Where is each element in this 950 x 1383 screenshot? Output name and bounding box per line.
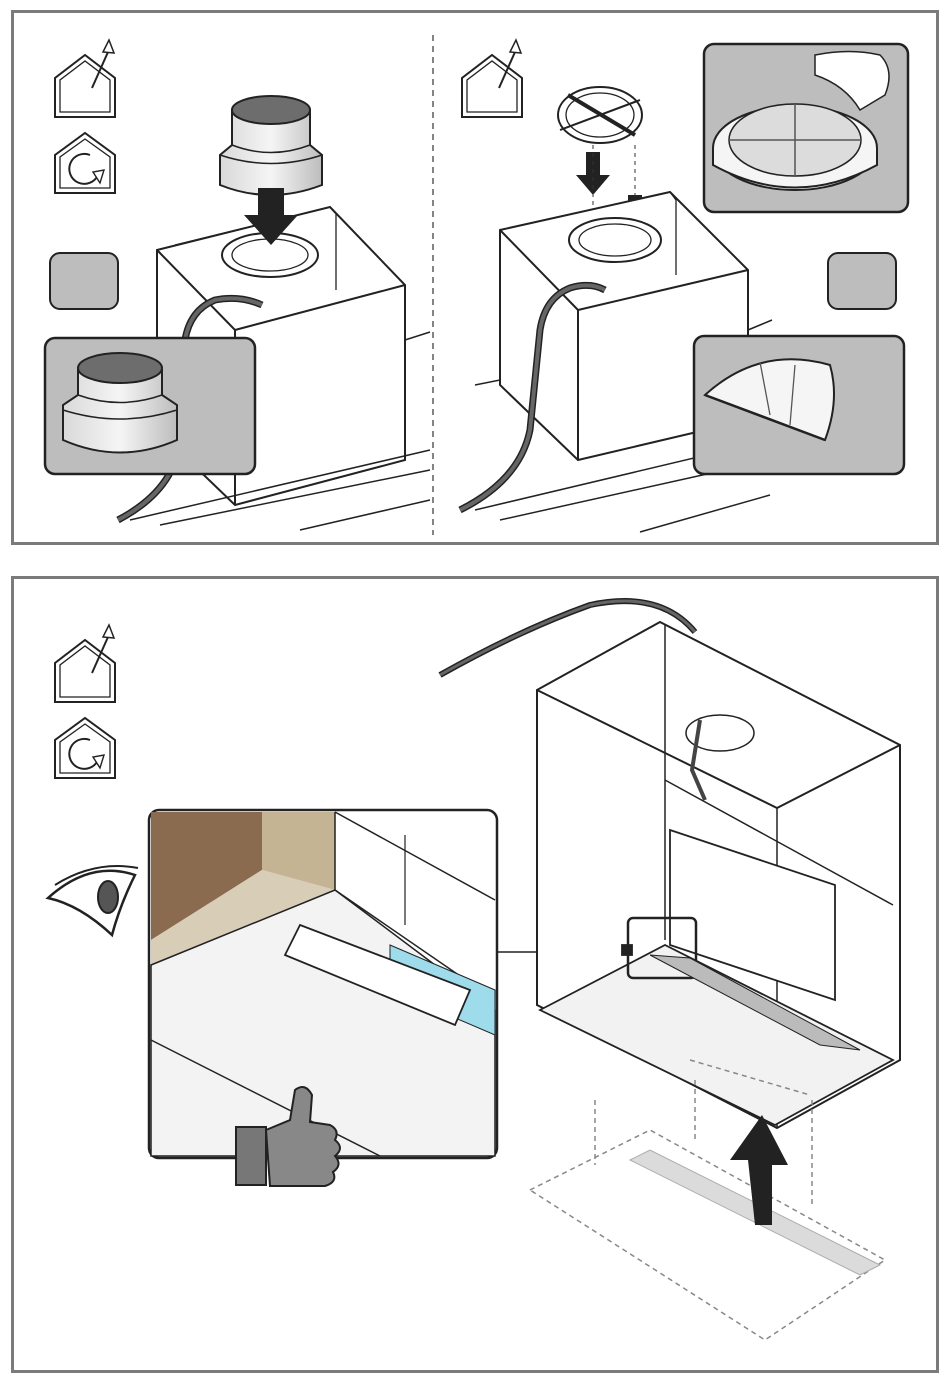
valve-detail-callout-bottom: [694, 336, 904, 474]
damper-valve: [558, 87, 642, 143]
valve-detail-callout-top: [704, 44, 908, 212]
extraction-mode-icon: [462, 40, 522, 117]
adapter-detail-callout: [45, 338, 255, 474]
gray-blank-marker: [50, 253, 118, 309]
recirculation-mode-icon: [55, 133, 115, 193]
duct-adapter: [220, 96, 322, 195]
extraction-mode-icon: [55, 40, 115, 117]
bottom-instruction-panel: [11, 576, 939, 1373]
gray-blank-marker: [828, 253, 896, 309]
